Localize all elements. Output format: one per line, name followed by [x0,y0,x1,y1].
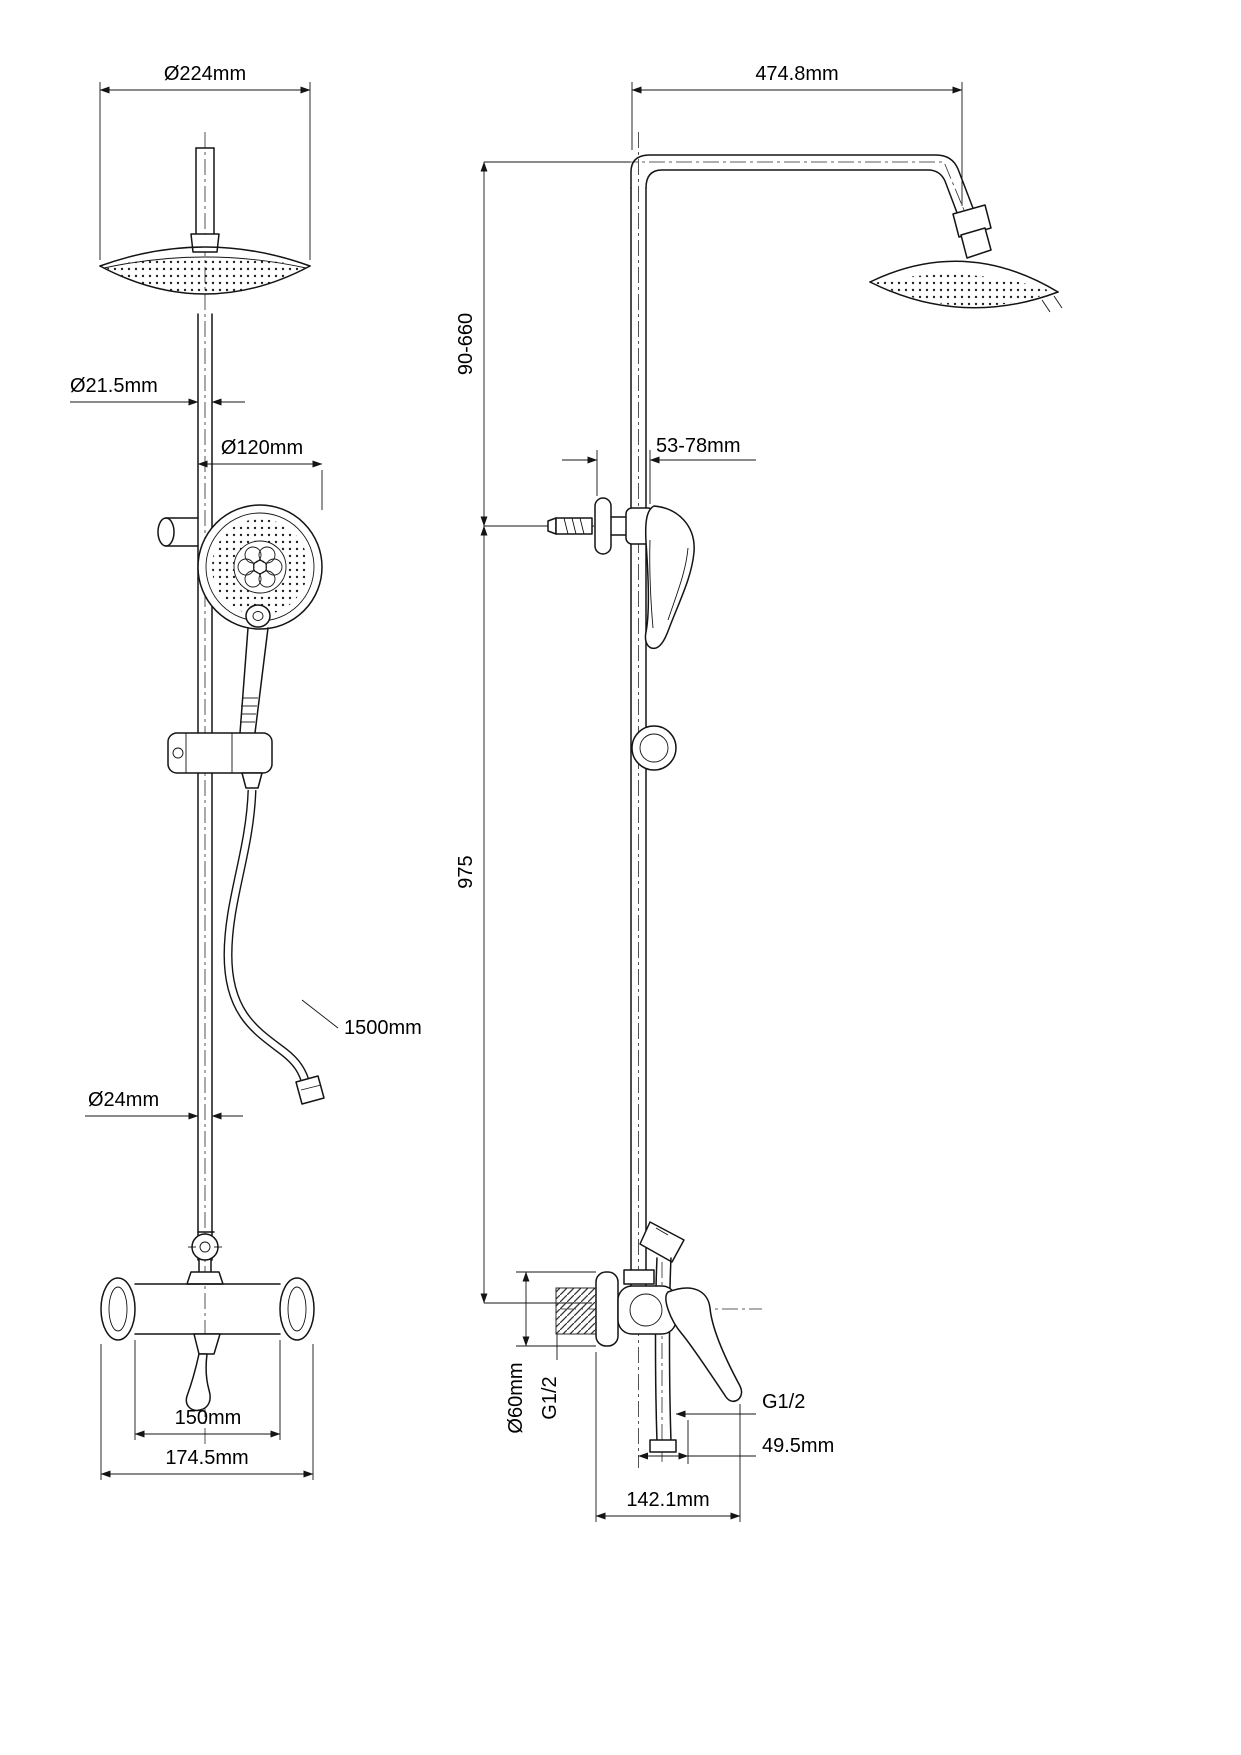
dim-arm-reach: 474.8mm [631,63,963,206]
dim-hose-length: 1500mm [301,999,422,1039]
hose-elbow-side [639,1221,685,1453]
dim-lower-pipe-diameter: Ø24mm [85,1089,243,1120]
slider-knob-side [631,725,677,771]
dim-label-lower-pipe-diameter: Ø24mm [88,1089,159,1111]
mixer-escutcheon-side [595,1271,619,1347]
hand-shower-side [644,505,695,650]
hand-shower-flower [237,546,283,588]
rain-shower-head-side [869,204,1063,313]
dim-label-wall-thread: G1/2 [539,1376,561,1419]
dim-connection-spacing: 150mm [134,1340,281,1440]
hand-shower-handle-front [239,627,269,734]
side-arm-centerline [622,161,975,235]
hand-shower-hook-ring [245,604,271,628]
front-view: Ø224mm Ø21.5mm Ø120mm [70,63,422,1480]
hose-nut-front [241,772,263,789]
dim-label-body-width: 174.5mm [165,1447,248,1469]
mixer-lever-side [665,1287,743,1402]
mixer-left-escutcheon [100,1277,136,1341]
dim-label-hand-shower-diameter: Ø120mm [221,437,303,459]
hose-cone-fitting [295,1075,325,1105]
dim-outlet-thread: G1/2 [675,1391,805,1418]
dim-wall-distance: 53-78mm [562,435,756,504]
dim-vertical-chain: 90-660 975 [455,161,630,1304]
dim-label-escutcheon-diameter: Ø60mm [505,1362,527,1433]
dim-label-head-height-range: 90-660 [455,313,477,375]
dim-label-hose-length: 1500mm [344,1017,422,1039]
hose-outlet-nut [649,1439,677,1453]
slider-holder-front [157,517,199,547]
dim-label-total-depth: 142.1mm [626,1489,709,1511]
dim-label-head-diameter: Ø224mm [164,63,246,85]
side-view: 474.8mm 90-660 975 53-78mm [455,63,1063,1522]
hand-shower-front [197,504,323,734]
dim-pipe-diameter: Ø21.5mm [70,375,245,406]
bracket-escutcheon-side [594,497,612,555]
mixer-top-nut-side [623,1269,655,1285]
wall-section-hatch [555,1287,599,1335]
dim-hand-shower-diameter: Ø120mm [197,437,323,510]
dim-head-diameter: Ø224mm [99,63,311,260]
dim-label-connection-spacing: 150mm [175,1407,242,1429]
rain-shower-head-front [99,246,311,295]
dim-label-arm-reach: 474.8mm [755,63,838,85]
shower-hose-front [223,789,325,1105]
dim-outlet-offset: 49.5mm [638,1420,834,1464]
dim-label-wall-distance: 53-78mm [656,435,740,457]
dim-escutcheon-diameter: Ø60mm G1/2 [505,1271,596,1434]
pipe-coupling-front [188,1231,222,1273]
dim-body-width: 174.5mm [100,1344,314,1480]
slider-clamp-front [167,732,273,789]
mixer-front [100,1271,315,1412]
dim-total-depth: 142.1mm [595,1352,741,1522]
dim-label-outlet-offset: 49.5mm [762,1435,834,1457]
mixer-right-escutcheon [279,1277,315,1341]
mixer-side [555,1269,743,1402]
dim-label-pipe-diameter: Ø21.5mm [70,375,158,397]
mixer-lever-front [185,1353,211,1412]
dim-label-column-height: 975 [455,855,477,888]
dim-label-outlet-thread: G1/2 [762,1391,805,1413]
